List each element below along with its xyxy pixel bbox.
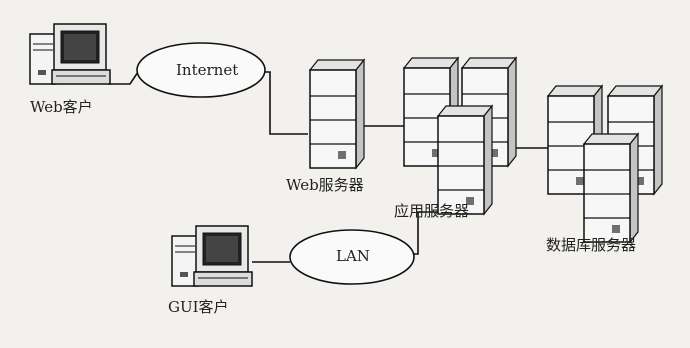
gui-client-label: GUI客户 — [168, 298, 229, 316]
web-server-icon — [309, 59, 365, 169]
web-server-label: Web服务器 — [286, 176, 364, 194]
internet-label: Internet — [176, 61, 239, 79]
app-server-icon-3 — [437, 105, 493, 215]
web-client-label: Web客户 — [30, 98, 93, 116]
lan-label: LAN — [336, 247, 370, 265]
web-client-icon — [29, 23, 111, 85]
link-internet-webserver — [265, 71, 308, 135]
db-server-label: 数据库服务器 — [546, 236, 637, 254]
lan-cloud-shape — [289, 229, 415, 285]
app-server-label: 应用服务器 — [394, 202, 470, 220]
internet-cloud-shape — [136, 42, 266, 98]
db-server-icon-3 — [583, 133, 639, 243]
gui-client-icon — [171, 225, 253, 287]
link-webclient-internet — [108, 71, 139, 85]
